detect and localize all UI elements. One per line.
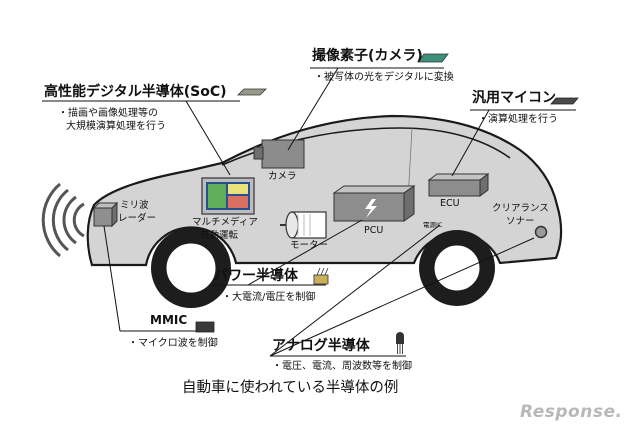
rear-wheel [419,230,495,306]
camera-box [253,139,305,169]
soc-desc-line1: ・描画や画像処理等の [58,108,158,119]
mmwave-radar-label-line1: ミリ波 [120,200,149,211]
pcu-label: PCU [364,225,384,236]
motor-label: モーター [290,240,329,251]
analog-chip-icon [396,332,404,354]
mcu-desc: ・演算処理を行う [478,114,558,125]
image-sensor-title: 撮像素子(カメラ) [312,48,423,64]
heading-underlines [42,67,576,357]
power-title: パワー半導体 [214,268,298,284]
mmwave-radar-label-line2: レーダー [118,213,157,224]
analog-title: アナログ半導体 [272,338,370,354]
mcu-chip-icon [550,97,579,105]
mmic-chip-icon [195,321,215,333]
image-sensor-desc: ・被写体の光をデジタルに変換 [314,72,454,83]
radar-waves-icon [41,182,85,258]
ecu-box [427,173,490,197]
analog-desc: ・電圧、電流、周波数等を制御 [272,361,412,372]
power-chip-icon [313,267,329,285]
car-body-outline [86,114,563,267]
pcu-box [332,185,416,222]
power-ic-label: 電源IC [423,221,443,229]
mmwave-radar-box [92,201,119,228]
soc-desc-line2: 大規模演算処理を行う [66,121,166,132]
clearance-sonar-label-line1: クリアランス [492,203,549,214]
multimedia-screen-icon [201,177,255,215]
motor-icon [280,211,327,239]
multimedia-label-line2: 自動運転 [200,230,239,241]
soc-chip-icon [237,88,267,96]
mcu-title: 汎用マイコン [472,90,556,106]
power-desc: ・大電流/電圧を制御 [222,292,316,303]
front-wheel [151,228,231,308]
clearance-sonar-label-line2: ソナー [506,216,535,227]
lightning-icon [365,199,377,218]
mmic-title: MMIC [150,313,188,327]
soc-title: 高性能デジタル半導体(SoC) [44,84,227,100]
mmic-desc: ・マイクロ波を制御 [128,338,218,349]
image-sensor-chip-icon [417,53,449,63]
leader-lines [103,67,535,357]
brand-logo: Response. [520,402,623,422]
diagram-caption: 自動車に使われている半導体の例 [182,380,399,396]
ecu-label: ECU [440,198,460,209]
camera-label: カメラ [268,171,297,182]
clearance-sonar-icon [534,225,548,239]
multimedia-label-line1: マルチメディア [192,217,258,228]
